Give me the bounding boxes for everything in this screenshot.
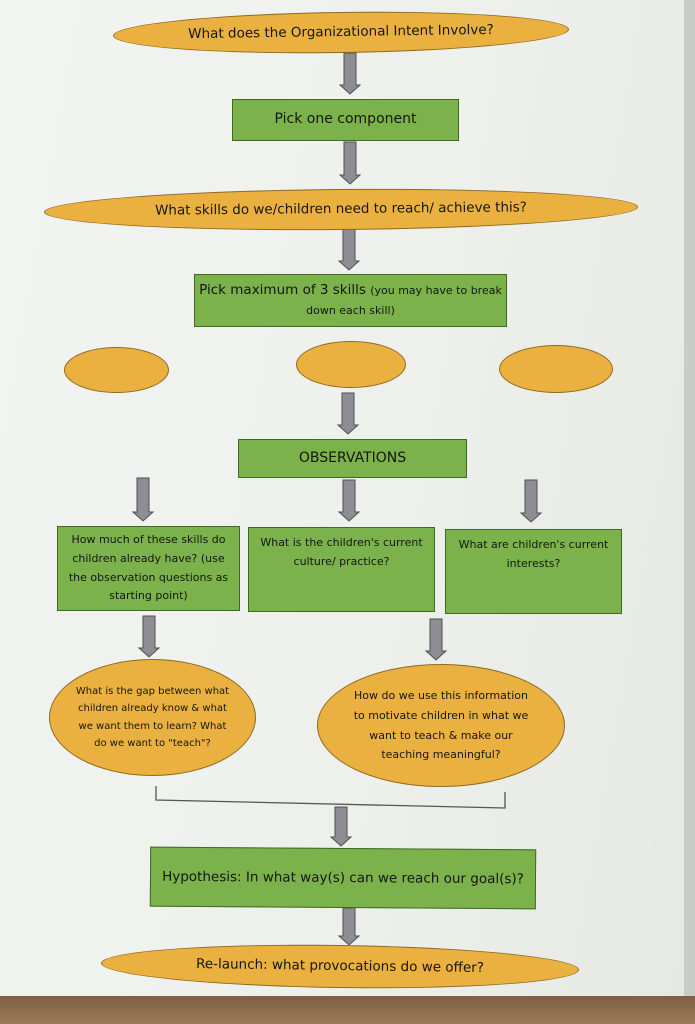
arrow-culture-to-info — [424, 618, 448, 661]
arrow-bracket-to-hypothesis — [329, 806, 353, 847]
arrow-observations-right — [519, 479, 543, 523]
hypothesis-text: Hypothesis: In what way(s) can we reach … — [162, 868, 524, 887]
current-culture-box: What is the children's current culture/ … — [248, 527, 435, 612]
arrow-intent-to-component — [338, 52, 362, 95]
skill-oval-2 — [296, 341, 406, 388]
current-culture-text: What is the children's current culture/ … — [260, 536, 423, 568]
gap-text: What is the gap between what children al… — [75, 685, 230, 750]
current-interests-box: What are children's current interests? — [445, 529, 622, 614]
desk-surface — [0, 996, 695, 1024]
poster-edge — [684, 0, 695, 996]
skill-oval-1 — [64, 347, 169, 393]
pick-skills-note: (you may have to break down each skill) — [306, 283, 502, 317]
arrow-existing-to-gap — [137, 615, 161, 658]
arrow-hypothesis-to-relaunch — [337, 907, 361, 946]
arrow-observations-left — [131, 477, 155, 522]
hypothesis-box: Hypothesis: In what way(s) can we reach … — [149, 846, 537, 910]
org-intent-text: What does the Organizational Intent Invo… — [188, 21, 494, 43]
gap-oval: What is the gap between what children al… — [49, 659, 256, 776]
skill-oval-3 — [499, 345, 613, 393]
merge-bracket — [155, 786, 506, 809]
existing-skills-box: How much of these skills do children alr… — [57, 526, 240, 611]
pick-skills-text: Pick maximum of 3 skills — [199, 281, 366, 298]
arrow-skill-to-observations — [336, 392, 360, 435]
existing-skills-text: How much of these skills do children alr… — [68, 532, 229, 603]
pick-component-box: Pick one component — [232, 99, 459, 141]
pick-skills-box: Pick maximum of 3 skills (you may have t… — [194, 274, 507, 327]
arrow-component-to-skills — [338, 141, 362, 185]
arrow-observations-center — [337, 479, 361, 522]
arrow-skills-to-pick — [337, 228, 361, 271]
relaunch-text: Re-launch: what provocations do we offer… — [195, 956, 485, 977]
observations-text: OBSERVATIONS — [298, 449, 407, 466]
use-info-text: How do we use this information to motiva… — [353, 689, 529, 762]
pick-component-text: Pick one component — [274, 111, 417, 128]
skills-needed-text: What skills do we/children need to reach… — [154, 199, 527, 219]
use-info-oval: How do we use this information to motiva… — [317, 664, 565, 787]
current-interests-text: What are children's current interests? — [458, 538, 609, 570]
observations-box: OBSERVATIONS — [238, 439, 467, 478]
